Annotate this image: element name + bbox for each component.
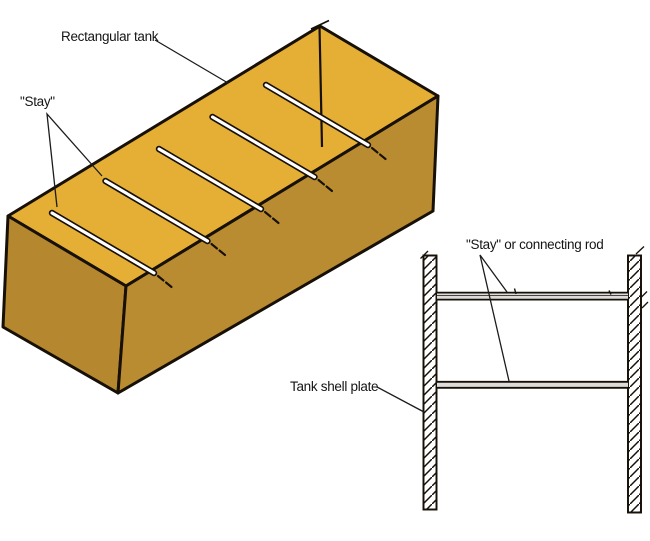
- leader-stay: [46, 112, 103, 208]
- rod-end-tick: [640, 291, 648, 298]
- apex-tick: [310, 19, 330, 30]
- section-stay-rod-upper: [437, 288, 649, 309]
- stay-rod: [262, 81, 387, 161]
- shell-plate-right: [627, 246, 645, 514]
- rod-end-dash: [210, 242, 219, 250]
- tank-stay-rods: [48, 81, 387, 289]
- rod-end-dash: [317, 178, 326, 186]
- leader-stay-or-connecting-rod: [479, 254, 510, 382]
- plate-top-tick: [420, 250, 429, 259]
- leader-lines: [46, 39, 510, 413]
- leader-tank-shell-plate: [376, 386, 425, 413]
- leader-rectangular-tank: [154, 39, 229, 84]
- rod-tick: [608, 290, 612, 295]
- plate-top-tick: [635, 246, 645, 255]
- stay-rod: [155, 145, 280, 225]
- rod-end-dash: [378, 153, 387, 161]
- rod-end-tick: [641, 301, 649, 309]
- label-stay: "Stay": [20, 94, 55, 109]
- label-tank-shell-plate: Tank shell plate: [290, 379, 379, 394]
- tank-front-right-face: [116, 94, 440, 395]
- rod-end-dash: [263, 210, 272, 218]
- rod-end-dash: [271, 217, 280, 225]
- rod-end-dash: [218, 249, 227, 257]
- shell-plate-left: [420, 250, 438, 511]
- rod-end-dash: [370, 146, 379, 154]
- rod-end-dash: [164, 281, 173, 289]
- rod-end-dash: [325, 185, 334, 193]
- label-rectangular-tank: Rectangular tank: [61, 29, 159, 44]
- tank-interior-corner-edge: [318, 25, 324, 148]
- stay-rod: [102, 177, 227, 257]
- stay-rod: [48, 209, 173, 289]
- rectangular-tank-drawing: [1, 19, 440, 395]
- label-stay-or-connecting-rod: "Stay" or connecting rod: [466, 237, 604, 252]
- rod-tick: [513, 288, 517, 295]
- stay-rod: [209, 113, 334, 193]
- section-stay-rod-lower: [437, 380, 628, 389]
- section-view-drawing: [420, 246, 649, 514]
- rod-end-dash: [156, 274, 165, 282]
